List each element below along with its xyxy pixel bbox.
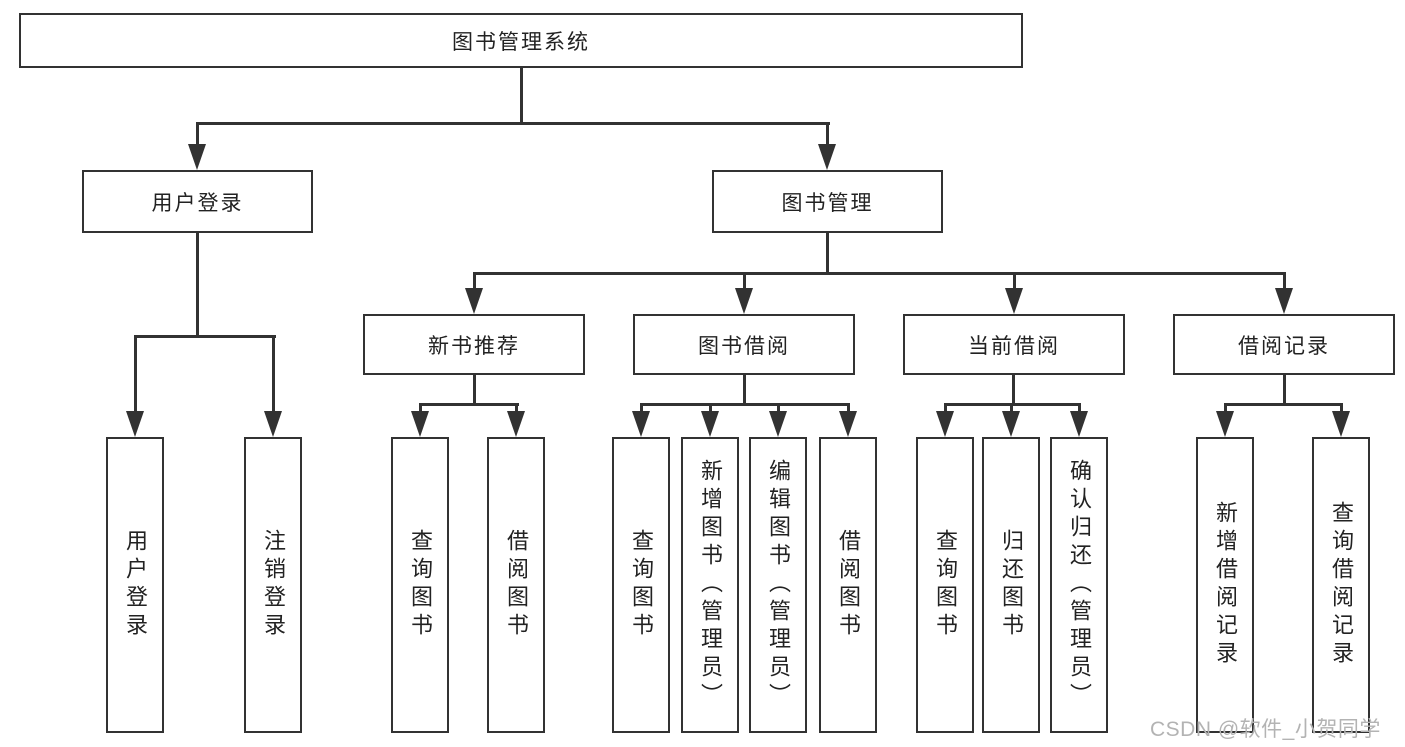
leaf-label: 查询图书 [629, 529, 654, 641]
leaf-user-login: 用户登录 [106, 437, 164, 733]
leaf-label: 借阅图书 [836, 529, 861, 641]
connector-line [1340, 403, 1343, 413]
leaf-label: 借阅图书 [504, 529, 529, 641]
leaf-borrow-books-recommend: 借阅图书 [487, 437, 545, 733]
arrow-down-icon [769, 411, 787, 437]
connector-line [1283, 375, 1286, 403]
arrow-down-icon [1005, 288, 1023, 314]
connector-line [1224, 403, 1343, 406]
arrow-down-icon [1332, 411, 1350, 437]
arrow-down-icon [818, 144, 836, 170]
leaf-logout: 注销登录 [244, 437, 302, 733]
connector-line [272, 335, 275, 413]
watermark: CSDN @软件_小贺同学 [1150, 718, 1381, 741]
connector-line [743, 375, 746, 403]
connector-line [473, 375, 476, 403]
leaf-query-books-recommend: 查询图书 [391, 437, 449, 733]
connector-line [419, 403, 422, 413]
connector-line [196, 233, 199, 335]
leaf-label: 查询图书 [408, 529, 433, 641]
node-current-borrowing: 当前借阅 [903, 314, 1125, 375]
node-new-book-recommendation: 新书推荐 [363, 314, 585, 375]
connector-line [196, 122, 199, 146]
connector-line [1078, 403, 1081, 413]
node-book-management: 图书管理 [712, 170, 943, 233]
connector-line [196, 122, 830, 125]
connector-line [134, 335, 276, 338]
arrow-down-icon [1275, 288, 1293, 314]
connector-line [709, 403, 712, 413]
arrow-down-icon [1216, 411, 1234, 437]
arrow-down-icon [465, 288, 483, 314]
arrow-down-icon [1002, 411, 1020, 437]
connector-line [826, 233, 829, 272]
connector-line [640, 403, 643, 413]
connector-line [1010, 403, 1013, 413]
arrow-down-icon [264, 411, 282, 437]
leaf-label: 确认归还（管理员） [1067, 459, 1092, 711]
connector-line [1283, 272, 1286, 290]
connector-line [944, 403, 947, 413]
connector-line [1013, 272, 1016, 290]
connector-line [520, 68, 523, 122]
arrow-down-icon [701, 411, 719, 437]
arrow-down-icon [735, 288, 753, 314]
arrow-down-icon [507, 411, 525, 437]
node-library-management-system: 图书管理系统 [19, 13, 1023, 68]
leaf-return-books: 归还图书 [982, 437, 1040, 733]
connector-line [473, 272, 1286, 275]
arrow-down-icon [632, 411, 650, 437]
arrow-down-icon [126, 411, 144, 437]
leaf-label: 归还图书 [999, 529, 1024, 641]
connector-line [473, 272, 476, 290]
leaf-label: 用户登录 [123, 529, 148, 641]
connector-line [419, 403, 519, 406]
node-borrowing-records: 借阅记录 [1173, 314, 1395, 375]
leaf-label: 查询图书 [933, 529, 958, 641]
leaf-query-books-borrowing: 查询图书 [612, 437, 670, 733]
leaf-add-borrow-record: 新增借阅记录 [1196, 437, 1254, 733]
connector-line [134, 335, 137, 413]
leaf-label: 新增图书（管理员） [698, 459, 723, 711]
connector-line [777, 403, 780, 413]
leaf-label: 编辑图书（管理员） [766, 459, 791, 711]
node-book-borrowing: 图书借阅 [633, 314, 855, 375]
arrow-down-icon [188, 144, 206, 170]
connector-line [826, 122, 829, 146]
connector-line [1224, 403, 1227, 413]
leaf-borrow-books-borrowing: 借阅图书 [819, 437, 877, 733]
connector-line [640, 403, 850, 406]
leaf-query-books-current: 查询图书 [916, 437, 974, 733]
leaf-label: 查询借阅记录 [1329, 501, 1354, 669]
leaf-label: 新增借阅记录 [1213, 501, 1238, 669]
connector-line [1012, 375, 1015, 403]
arrow-down-icon [839, 411, 857, 437]
arrow-down-icon [1070, 411, 1088, 437]
leaf-label: 注销登录 [261, 529, 286, 641]
connector-line [515, 403, 518, 413]
arrow-down-icon [411, 411, 429, 437]
leaf-confirm-return-admin: 确认归还（管理员） [1050, 437, 1108, 733]
arrow-down-icon [936, 411, 954, 437]
leaf-query-borrow-record: 查询借阅记录 [1312, 437, 1370, 733]
leaf-add-book-admin: 新增图书（管理员） [681, 437, 739, 733]
connector-line [847, 403, 850, 413]
connector-line [743, 272, 746, 290]
leaf-edit-book-admin: 编辑图书（管理员） [749, 437, 807, 733]
node-user-login: 用户登录 [82, 170, 313, 233]
